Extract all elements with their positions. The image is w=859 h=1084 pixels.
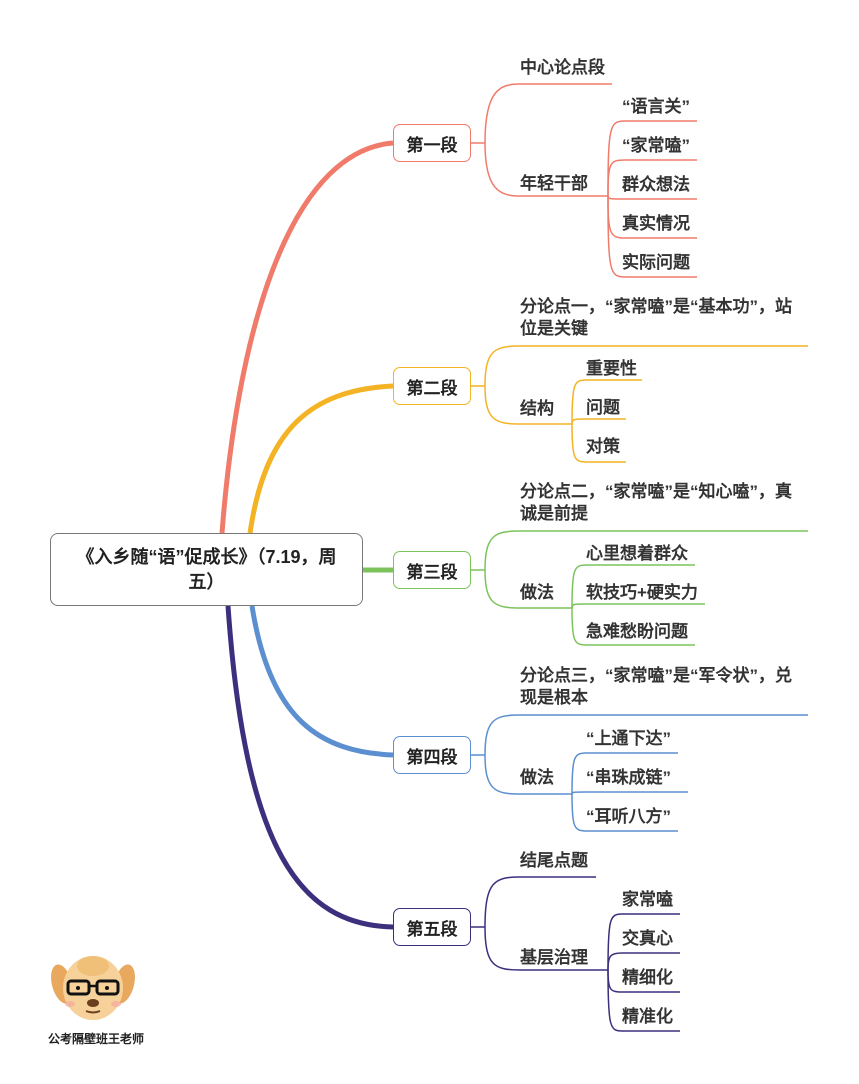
dog-mascot-icon — [51, 956, 135, 1020]
branch-5-box[interactable]: 第五段 — [393, 908, 471, 946]
root-topic[interactable]: 《入乡随“语”促成长》（7.19，周五） — [50, 533, 363, 606]
b1-center-thesis[interactable]: 中心论点段 — [520, 58, 605, 77]
b5-sub-2[interactable]: 交真心 — [622, 929, 673, 948]
b3-sub-3[interactable]: 急难愁盼问题 — [586, 622, 688, 641]
b5-sub-3[interactable]: 精细化 — [622, 968, 673, 987]
b1-sub-3[interactable]: 群众想法 — [622, 175, 690, 194]
connector-root-b2 — [247, 383, 394, 534]
root-title: 《入乡随“语”促成长》（7.19，周五） — [76, 546, 337, 592]
b5-conclusion[interactable]: 结尾点题 — [520, 851, 588, 870]
connector-root-b4 — [249, 605, 394, 758]
b2-sub-3[interactable]: 对策 — [586, 437, 620, 456]
b1-sub-2[interactable]: “家常嗑” — [622, 136, 690, 155]
connector-root-b5 — [225, 605, 394, 930]
b3-sub-2[interactable]: 软技巧+硬实力 — [586, 583, 698, 602]
b1-young-cadres[interactable]: 年轻干部 — [520, 174, 588, 193]
b2-sub-1[interactable]: 重要性 — [586, 359, 637, 378]
b4-sub-2[interactable]: “串珠成链” — [586, 768, 671, 787]
branch-3-box[interactable]: 第三段 — [393, 551, 471, 589]
b1-sub-4[interactable]: 真实情况 — [622, 214, 690, 233]
b5-sub-1[interactable]: 家常嗑 — [622, 890, 673, 909]
branch-2-label: 第二段 — [406, 378, 458, 398]
branch-4-label: 第四段 — [406, 747, 458, 767]
b4-sub-argument[interactable]: 分论点三，“家常嗑”是“军令状”，兑现是根本 — [520, 666, 792, 707]
branch-3-label: 第三段 — [406, 562, 458, 582]
b4-sub-3[interactable]: “耳听八方” — [586, 807, 671, 826]
branch-1-label: 第一段 — [406, 135, 458, 155]
b4-method[interactable]: 做法 — [520, 768, 554, 787]
b1-sub-1[interactable]: “语言关” — [622, 97, 690, 116]
b4-sub-1[interactable]: “上通下达” — [586, 729, 671, 748]
connector-root-b1 — [219, 140, 394, 534]
b3-sub-argument[interactable]: 分论点二，“家常嗑”是“知心嗑”，真诚是前提 — [520, 482, 792, 523]
watermark-signature: 公考隔壁班王老师 — [48, 1032, 145, 1046]
b3-sub-1[interactable]: 心里想着群众 — [586, 544, 688, 563]
b2-sub-2[interactable]: 问题 — [586, 398, 620, 417]
b5-grassroots[interactable]: 基层治理 — [520, 948, 588, 967]
branch-1-box[interactable]: 第一段 — [393, 124, 471, 162]
branch-2-box[interactable]: 第二段 — [393, 367, 471, 405]
b1-sub-5[interactable]: 实际问题 — [622, 253, 690, 272]
b3-method[interactable]: 做法 — [520, 583, 554, 602]
b2-structure[interactable]: 结构 — [520, 399, 554, 418]
branch-4-box[interactable]: 第四段 — [393, 736, 471, 774]
branch-5-label: 第五段 — [406, 919, 458, 939]
b5-sub-4[interactable]: 精准化 — [622, 1007, 673, 1026]
b2-sub-argument[interactable]: 分论点一，“家常嗑”是“基本功”，站位是关键 — [520, 297, 792, 338]
